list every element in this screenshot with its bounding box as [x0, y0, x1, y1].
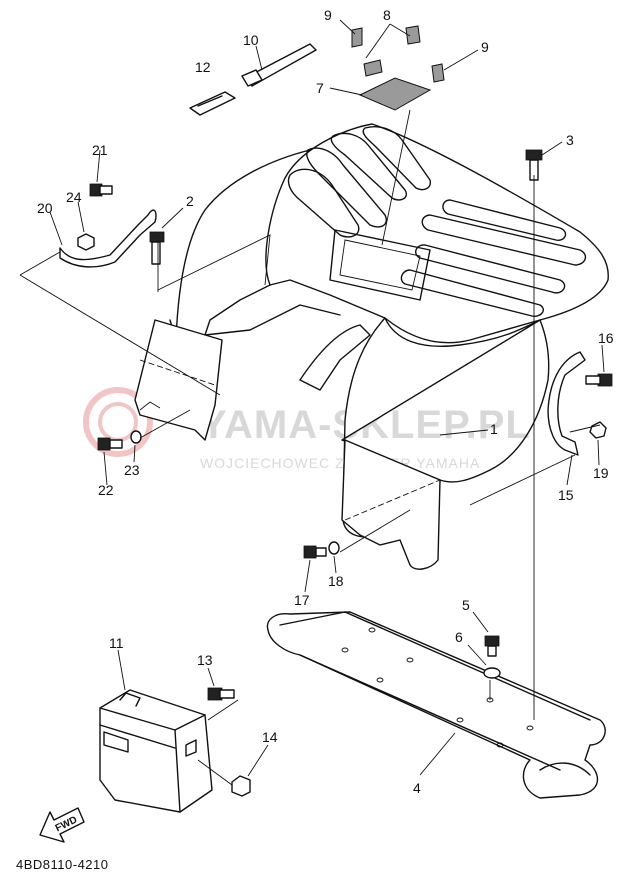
callout-8: 8 [383, 7, 391, 23]
callout-2: 2 [186, 193, 194, 209]
callout-24: 24 [66, 189, 82, 205]
nut-part-14 [231, 775, 251, 797]
watermark-logo-inner [98, 402, 138, 442]
callout-12: 12 [195, 59, 211, 75]
diagram-code: 4BD8110-4210 [16, 857, 109, 872]
pad-part-7 [358, 77, 432, 111]
callout-20: 20 [37, 200, 53, 216]
washer-part-23 [130, 430, 142, 444]
callout-6: 6 [455, 629, 463, 645]
callout-3: 3 [566, 132, 574, 148]
callout-22: 22 [98, 482, 114, 498]
rear-fender [134, 123, 609, 570]
washer-part-6 [483, 667, 501, 679]
bolt-part-13 [207, 687, 235, 701]
bolt-part-16 [585, 373, 613, 387]
tool-box [99, 689, 213, 813]
callout-labels: 1 2 3 4 5 6 7 8 9 9 10 11 12 13 14 15 16… [37, 7, 614, 796]
washer-part-18 [328, 541, 340, 555]
callout-4: 4 [413, 780, 421, 796]
stay-part-20 [59, 209, 157, 268]
callout-17: 17 [294, 592, 310, 608]
callout-18: 18 [328, 573, 344, 589]
callout-21: 21 [92, 142, 108, 158]
watermark-logo [83, 387, 153, 457]
callout-1: 1 [490, 421, 498, 437]
callout-11: 11 [109, 635, 124, 651]
callout-9b: 9 [481, 39, 489, 55]
callout-5: 5 [462, 597, 470, 613]
nut-part-19 [589, 421, 607, 439]
callout-9a: 9 [324, 7, 332, 23]
callout-14: 14 [262, 729, 278, 745]
callout-19: 19 [593, 465, 609, 481]
fwd-arrow: FWD [39, 807, 85, 843]
callout-15: 15 [558, 487, 574, 503]
bolt-part-17 [303, 545, 327, 559]
callout-10: 10 [243, 32, 259, 48]
clip-part-12 [189, 91, 236, 116]
callout-7: 7 [316, 80, 324, 96]
callout-16: 16 [598, 330, 614, 346]
bolt-part-5 [484, 635, 500, 657]
bolt-part-21 [89, 183, 113, 197]
callout-23: 23 [124, 462, 140, 478]
carrier-rack [266, 611, 606, 799]
watermark-tagline: WOJCIECHOWEC Z DEALER YAMAHA [200, 455, 480, 471]
pads-part-8-9 [351, 25, 445, 83]
callout-13: 13 [197, 652, 213, 668]
leader-lines [19, 19, 605, 786]
stay-part-15 [547, 351, 586, 456]
bolt-part-2 [149, 231, 165, 265]
nut-part-24 [77, 233, 95, 251]
bolt-part-22 [97, 437, 123, 451]
band-part-10 [241, 43, 317, 87]
